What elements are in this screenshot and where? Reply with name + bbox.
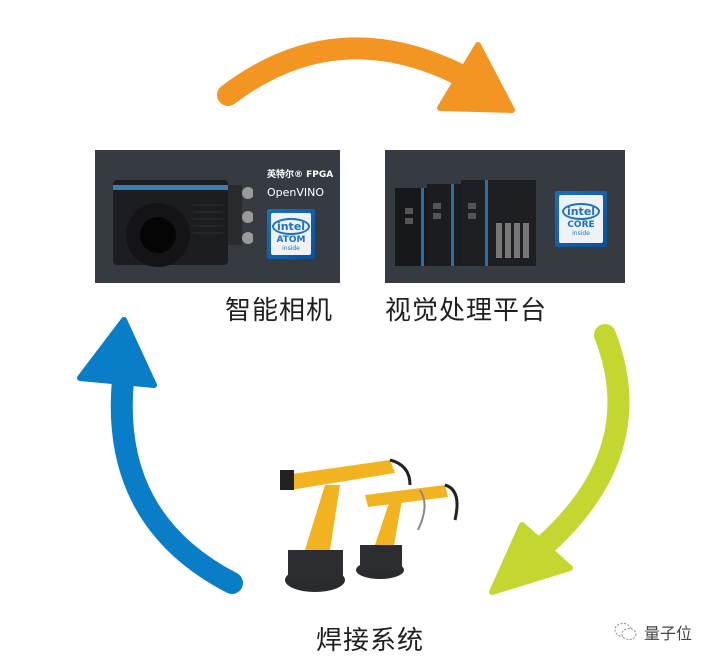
arrow-camera-to-vision: [217, 37, 515, 113]
arrow-welding-to-camera: [77, 317, 243, 594]
inside-text: inside: [572, 230, 590, 237]
wechat-icon: [614, 623, 637, 640]
intel-atom-badge: intel ATOM inside: [267, 209, 315, 259]
core-text: CORE: [567, 220, 595, 230]
watermark: 量子位: [614, 620, 692, 644]
intel-core-badge: intel CORE inside: [555, 191, 607, 247]
fpga-caption: 英特尔® FPGA: [267, 170, 334, 180]
atom-text: ATOM: [276, 235, 306, 245]
watermark-text: 量子位: [644, 624, 693, 643]
openvino-caption: OpenVINO: [267, 186, 325, 199]
smart-camera-image: 英特尔® FPGA OpenVINO intel ATOM inside: [95, 150, 340, 283]
welding-robots-illustration: [280, 458, 459, 592]
smart-camera-label: 智能相机: [225, 296, 334, 326]
intel-logo: intel: [271, 218, 311, 235]
vision-platform-image: intel CORE inside: [385, 150, 625, 283]
welding-system-label: 焊接系统: [316, 626, 425, 656]
industrial-pc-illustration: [395, 180, 536, 266]
inside-text: inside: [282, 245, 300, 252]
camera-illustration: [113, 180, 253, 267]
arrow-vision-to-welding: [489, 324, 630, 595]
intel-logo: intel: [561, 203, 601, 220]
vision-platform-label: 视觉处理平台: [385, 296, 548, 326]
